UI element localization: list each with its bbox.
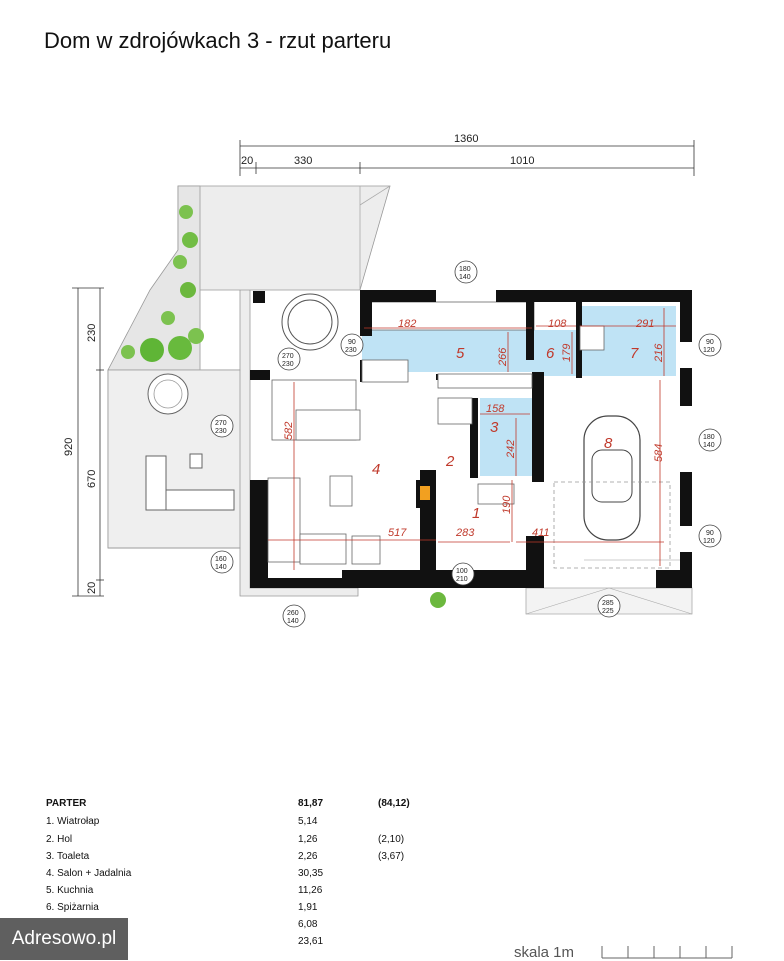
terrace-furniture	[145, 291, 339, 511]
dimension-lines-top	[239, 140, 695, 176]
window-tags	[210, 260, 722, 628]
svg-text:230: 230	[282, 361, 294, 368]
dim-top-a: 20	[241, 155, 253, 167]
svg-text:270: 270	[282, 353, 294, 360]
svg-text:90: 90	[706, 339, 714, 346]
dimension-lines-left	[72, 287, 104, 597]
dim-top-total: 1360	[454, 133, 478, 145]
dim-242: 242	[505, 440, 517, 459]
svg-text:140: 140	[287, 618, 299, 625]
dim-216: 216	[653, 343, 665, 363]
dim-158: 158	[486, 403, 505, 415]
svg-text:210: 210	[456, 576, 468, 583]
svg-text:100: 100	[456, 568, 468, 575]
dim-179: 179	[561, 344, 573, 362]
dim-182: 182	[398, 318, 416, 330]
svg-text:160: 160	[215, 556, 227, 563]
dim-283: 283	[455, 527, 475, 539]
dim-266: 266	[497, 347, 509, 367]
scale-label: skala 1m	[514, 944, 575, 961]
car-icon	[583, 415, 680, 561]
page-title: Dom w zdrojówkach 3 - rzut parteru	[44, 28, 392, 53]
room-number-4: 4	[372, 461, 380, 478]
svg-text:180: 180	[703, 434, 715, 441]
dim-582: 582	[283, 422, 295, 440]
svg-text:260: 260	[287, 610, 299, 617]
svg-text:120: 120	[703, 538, 715, 545]
window-tag-labels: 180 140 90 230 270 230 270 230 90 120 18…	[215, 266, 715, 625]
dim-top-b: 330	[294, 155, 312, 167]
dim-291: 291	[635, 318, 654, 330]
room-number-1: 1	[472, 505, 480, 522]
svg-text:90: 90	[706, 530, 714, 537]
svg-text:285: 285	[602, 600, 614, 607]
svg-text:140: 140	[215, 564, 227, 571]
room-number-7: 7	[630, 345, 639, 362]
dim-584: 584	[653, 444, 665, 462]
svg-text:225: 225	[602, 608, 614, 615]
svg-text:230: 230	[345, 347, 357, 354]
room-number-5: 5	[456, 345, 465, 362]
room-number-3: 3	[490, 419, 499, 436]
dim-left-total: 920	[63, 438, 75, 456]
dim-517: 517	[388, 527, 407, 539]
terrace-area	[107, 185, 693, 615]
rooms-fill	[361, 301, 676, 476]
scale-bar	[601, 946, 733, 959]
room-number-2: 2	[445, 453, 455, 470]
dim-108: 108	[548, 318, 567, 330]
dim-411: 411	[532, 527, 550, 539]
svg-text:270: 270	[215, 420, 227, 427]
dim-left-b: 670	[86, 470, 98, 488]
room-dimension-lines	[268, 308, 676, 570]
svg-text:140: 140	[703, 442, 715, 449]
svg-text:120: 120	[703, 347, 715, 354]
interior-furniture	[267, 325, 605, 565]
svg-text:230: 230	[215, 428, 227, 435]
dim-top-c: 1010	[510, 155, 534, 167]
watermark-logo: Adresowo.pl	[0, 918, 128, 960]
dim-left-a: 230	[86, 324, 98, 342]
room-number-6: 6	[546, 345, 555, 362]
svg-text:90: 90	[348, 339, 356, 346]
room-number-8: 8	[604, 435, 613, 452]
garden-plants	[121, 205, 446, 608]
dim-190: 190	[501, 495, 513, 514]
svg-text:140: 140	[459, 274, 471, 281]
dim-left-c: 20	[86, 582, 98, 594]
svg-text:180: 180	[459, 266, 471, 273]
walls	[250, 290, 692, 588]
